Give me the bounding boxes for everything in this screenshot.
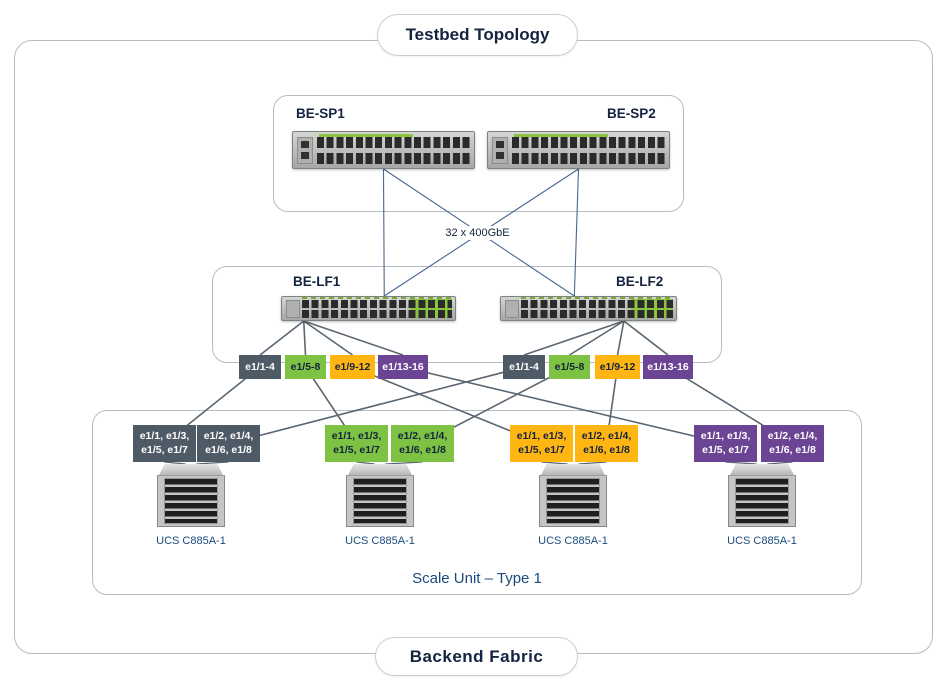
- port-list-line: e1/5, e1/7: [141, 444, 188, 456]
- port-list-line: e1/2, e1/4,: [581, 430, 632, 442]
- lf1-port-label-1: e1/5-8: [285, 355, 326, 379]
- server-drive-bays: [546, 478, 600, 524]
- lf1-port-label-2: e1/9-12: [330, 355, 375, 379]
- port-list-line: e1/1, e1/3,: [139, 430, 190, 442]
- server-lid: [541, 464, 605, 475]
- switch-accent-stripe: [319, 133, 414, 137]
- port-list-line: e1/5, e1/7: [518, 444, 565, 456]
- switch-mgmt-module: [505, 300, 519, 318]
- port-list-line: e1/6, e1/8: [205, 444, 252, 456]
- diagram-footer-label: Backend Fabric: [409, 646, 544, 666]
- port-list-line: e1/6, e1/8: [399, 444, 446, 456]
- server-body: [157, 475, 225, 527]
- switch-port-row: [302, 310, 452, 318]
- server-1-chassis: [346, 464, 414, 528]
- port-list-line: e1/2, e1/4,: [767, 430, 818, 442]
- switch-port-row: [317, 137, 470, 148]
- lf2-port-label-1: e1/5-8: [549, 355, 590, 379]
- server-0-odd-label: e1/1, e1/3, e1/5, e1/7: [133, 425, 196, 462]
- switch-top-leds: [521, 297, 673, 299]
- server-3-chassis: [728, 464, 796, 528]
- scale-unit-label: Scale Unit – Type 1: [412, 570, 542, 587]
- lf1-port-label-0: e1/1-4: [239, 355, 281, 379]
- server-3-name: UCS C885A-1: [727, 535, 797, 547]
- lf2-port-label-0: e1/1-4: [503, 355, 545, 379]
- port-list-line: e1/1, e1/3,: [331, 430, 382, 442]
- switch-mgmt-module: [297, 137, 313, 164]
- switch-be-lf2: [500, 296, 677, 321]
- server-drive-bays: [164, 478, 218, 524]
- diagram-footer-pill: Backend Fabric: [375, 637, 578, 676]
- server-2-chassis: [539, 464, 607, 528]
- server-2-name: UCS C885A-1: [538, 535, 608, 547]
- switch-port-row: [521, 310, 673, 318]
- server-1-name: UCS C885A-1: [345, 535, 415, 547]
- switch-name-be-lf1: BE-LF1: [293, 274, 341, 289]
- port-list-line: e1/6, e1/8: [583, 444, 630, 456]
- server-body: [346, 475, 414, 527]
- server-3-odd-label: e1/1, e1/3, e1/5, e1/7: [694, 425, 757, 462]
- server-body: [728, 475, 796, 527]
- switch-be-sp2: [487, 131, 670, 169]
- server-2-even-label: e1/2, e1/4, e1/6, e1/8: [575, 425, 638, 462]
- server-0-name: UCS C885A-1: [156, 535, 226, 547]
- server-3-even-label: e1/2, e1/4, e1/6, e1/8: [761, 425, 824, 462]
- switch-port-row: [512, 137, 665, 148]
- server-0-chassis: [157, 464, 225, 528]
- switch-be-lf1: [281, 296, 456, 321]
- lf1-port-label-3: e1/13-16: [378, 355, 428, 379]
- port-list-line: e1/2, e1/4,: [397, 430, 448, 442]
- switch-name-be-sp1: BE-SP1: [296, 106, 345, 121]
- switch-port-row: [302, 300, 452, 308]
- server-lid: [348, 464, 412, 475]
- port-list-line: e1/5, e1/7: [702, 444, 749, 456]
- spine-leaf-link-label: 32 x 400GbE: [430, 226, 525, 240]
- server-lid: [730, 464, 794, 475]
- port-list-line: e1/1, e1/3,: [516, 430, 567, 442]
- server-lid: [159, 464, 223, 475]
- server-1-odd-label: e1/1, e1/3, e1/5, e1/7: [325, 425, 388, 462]
- switch-port-row: [317, 153, 470, 164]
- switch-name-be-sp2: BE-SP2: [607, 106, 656, 121]
- diagram-title-pill: Testbed Topology: [377, 14, 578, 56]
- server-0-even-label: e1/2, e1/4, e1/6, e1/8: [197, 425, 260, 462]
- switch-be-sp1: [292, 131, 475, 169]
- port-list-line: e1/1, e1/3,: [700, 430, 751, 442]
- server-drive-bays: [353, 478, 407, 524]
- lf2-port-label-3: e1/13-16: [643, 355, 693, 379]
- switch-port-row: [521, 300, 673, 308]
- lf2-port-label-2: e1/9-12: [595, 355, 640, 379]
- server-1-even-label: e1/2, e1/4, e1/6, e1/8: [391, 425, 454, 462]
- server-body: [539, 475, 607, 527]
- port-list-line: e1/6, e1/8: [769, 444, 816, 456]
- switch-top-leds: [302, 297, 452, 299]
- port-list-line: e1/2, e1/4,: [203, 430, 254, 442]
- switch-port-row: [512, 153, 665, 164]
- switch-mgmt-module: [286, 300, 300, 318]
- diagram-title: Testbed Topology: [405, 25, 550, 44]
- server-drive-bays: [735, 478, 789, 524]
- switch-accent-stripe: [514, 133, 609, 137]
- switch-name-be-lf2: BE-LF2: [616, 274, 664, 289]
- switch-mgmt-module: [492, 137, 508, 164]
- port-list-line: e1/5, e1/7: [333, 444, 380, 456]
- server-2-odd-label: e1/1, e1/3, e1/5, e1/7: [510, 425, 573, 462]
